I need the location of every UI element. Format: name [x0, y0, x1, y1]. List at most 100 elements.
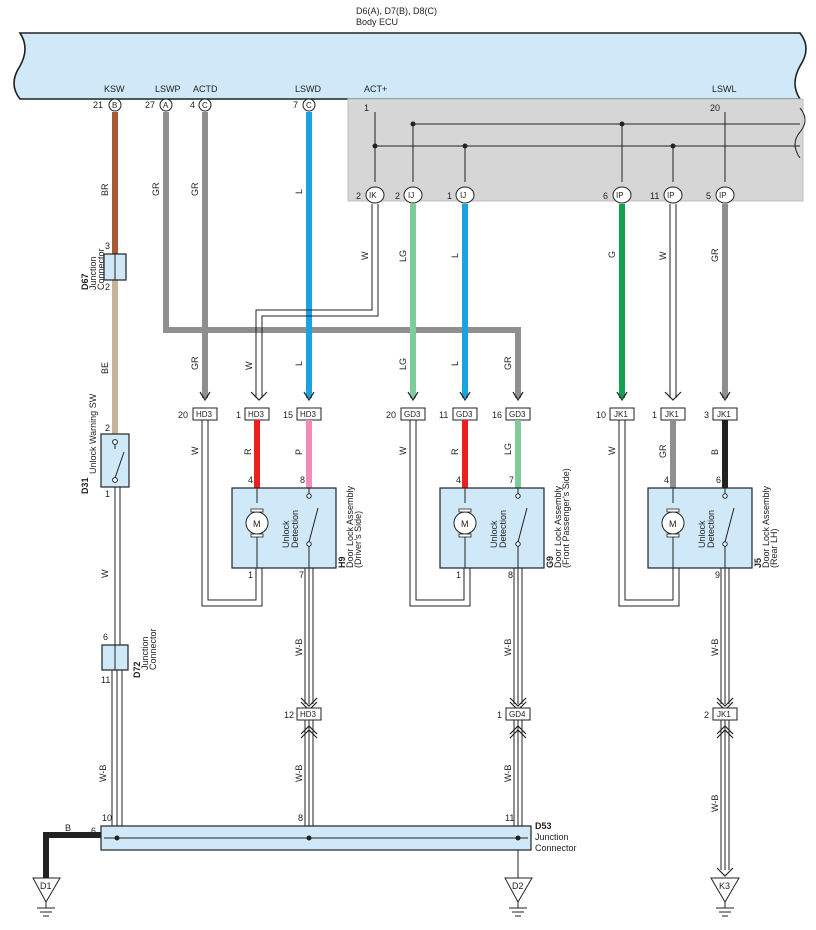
- svg-text:HD3: HD3: [248, 410, 265, 419]
- wire-w-g9-a: [409, 420, 471, 607]
- pin-num-lswl: 20: [710, 103, 720, 113]
- d72-pin-top: 6: [103, 632, 108, 642]
- svg-text:2: 2: [704, 710, 709, 720]
- svg-text:W: W: [190, 446, 200, 455]
- d53-label-1: Junction: [535, 832, 569, 842]
- svg-text:1: 1: [497, 710, 502, 720]
- junction-dot: [619, 121, 625, 127]
- svg-text:L: L: [294, 361, 304, 366]
- d53-pin: 8: [298, 813, 303, 823]
- junction-code: IK: [369, 191, 377, 200]
- wb-wires: [304, 568, 730, 878]
- d53-pin: 10: [102, 813, 112, 823]
- pin-name-act-plus: ACT+: [364, 84, 387, 94]
- svg-text:W: W: [398, 446, 408, 455]
- pin-name-lswl: LSWL: [712, 84, 737, 94]
- wire-w-j5-a: [618, 420, 680, 607]
- j5-door-lock-assembly: M Unlock Detection 4 6 9: [647, 475, 753, 580]
- svg-text:20: 20: [386, 410, 396, 420]
- g9-label-1: Door Lock Assembly: [553, 485, 563, 568]
- d31-code: D31: [80, 477, 90, 494]
- pin-name-lswd: LSWD: [295, 84, 322, 94]
- pin-num-ksw: 21: [93, 100, 103, 110]
- svg-text:GR: GR: [190, 182, 200, 196]
- svg-text:W-B: W-B: [503, 639, 513, 656]
- wire-label: W: [100, 569, 110, 578]
- switch-contact-icon: [517, 507, 528, 543]
- svg-text:GR: GR: [503, 356, 513, 370]
- svg-text:W-B: W-B: [503, 765, 513, 782]
- svg-text:W-B: W-B: [710, 795, 720, 812]
- wire-w-ik-b: [261, 204, 379, 398]
- pin-letter-lswd: C: [306, 101, 312, 110]
- svg-text:L: L: [450, 361, 460, 366]
- svg-text:Unlock: Unlock: [697, 520, 707, 548]
- svg-text:12: 12: [284, 710, 294, 720]
- svg-text:4: 4: [664, 475, 669, 485]
- svg-text:W: W: [360, 251, 370, 260]
- svg-text:HD3: HD3: [300, 710, 317, 719]
- d31-label: Unlock Warning SW: [88, 393, 98, 474]
- switch-contact-icon: [724, 507, 735, 543]
- svg-text:L: L: [450, 253, 460, 258]
- svg-text:16: 16: [492, 410, 502, 420]
- svg-text:Detection: Detection: [498, 510, 508, 548]
- junction-pin: 2: [395, 191, 400, 201]
- svg-text:Detection: Detection: [290, 510, 300, 548]
- ground-d2: D2: [504, 877, 533, 917]
- body-ecu-box: [13, 32, 807, 100]
- pin-name-ksw: KSW: [104, 84, 125, 94]
- h9-code: H9: [337, 556, 347, 568]
- svg-text:W-B: W-B: [710, 639, 720, 656]
- svg-text:7: 7: [509, 475, 514, 485]
- d53-pin: 6: [91, 826, 96, 836]
- svg-text:LG: LG: [398, 250, 408, 262]
- svg-text:GR: GR: [658, 444, 668, 458]
- svg-text:1: 1: [236, 410, 241, 420]
- d67-pin-top: 3: [105, 241, 110, 251]
- svg-text:P: P: [294, 449, 304, 455]
- svg-text:4: 4: [456, 475, 461, 485]
- wire-w-j5-b: [624, 420, 674, 601]
- svg-text:JK1: JK1: [717, 710, 731, 719]
- pin-letter-ksw: B: [112, 101, 117, 110]
- wire-w-ik-a: [255, 204, 373, 398]
- junction-pin: 11: [650, 191, 659, 201]
- junction-dot: [670, 143, 676, 149]
- d67-pin-bottom: 2: [105, 282, 110, 292]
- svg-text:GD4: GD4: [509, 710, 526, 719]
- svg-text:GD3: GD3: [509, 410, 526, 419]
- svg-text:W: W: [607, 446, 617, 455]
- svg-text:D2: D2: [512, 881, 524, 891]
- svg-text:8: 8: [508, 570, 513, 580]
- svg-text:M: M: [669, 519, 677, 529]
- svg-text:1: 1: [652, 410, 657, 420]
- svg-text:GR: GR: [151, 182, 161, 196]
- svg-text:4: 4: [248, 475, 253, 485]
- h9-door-lock-assembly: M Unlock Detection 4 8 1 7: [231, 475, 337, 580]
- pin-num-lswp: 27: [145, 100, 155, 110]
- wire-label: W-B: [98, 765, 108, 782]
- g9-label-2: (Front Passenger’s Side): [561, 468, 571, 568]
- wire-label: B: [65, 823, 71, 833]
- svg-text:D1: D1: [40, 881, 52, 891]
- svg-text:JK1: JK1: [614, 410, 628, 419]
- svg-text:Unlock: Unlock: [281, 520, 291, 548]
- junction-dot: [306, 835, 312, 841]
- junction-pin: 1: [447, 191, 452, 201]
- svg-text:10: 10: [596, 410, 606, 420]
- j5-label-2: (Rear LH): [769, 528, 779, 568]
- d72-label-1: Junction: [140, 636, 150, 670]
- svg-text:R: R: [450, 448, 460, 455]
- svg-text:1: 1: [248, 570, 253, 580]
- svg-text:W-B: W-B: [294, 639, 304, 656]
- svg-text:15: 15: [283, 410, 293, 420]
- d72-label-2: Connector: [148, 628, 158, 670]
- d67-code: D67: [80, 273, 90, 290]
- d67-label-1: Junction: [88, 256, 98, 290]
- d72-pin-bottom: 11: [101, 675, 110, 685]
- svg-text:B: B: [710, 449, 720, 455]
- svg-text:R: R: [243, 448, 253, 455]
- junction-connectors: IK 2 IJ 2 IJ 1 IP 6 IP 11 IP 5: [356, 186, 735, 204]
- switch-contact-icon: [308, 507, 319, 543]
